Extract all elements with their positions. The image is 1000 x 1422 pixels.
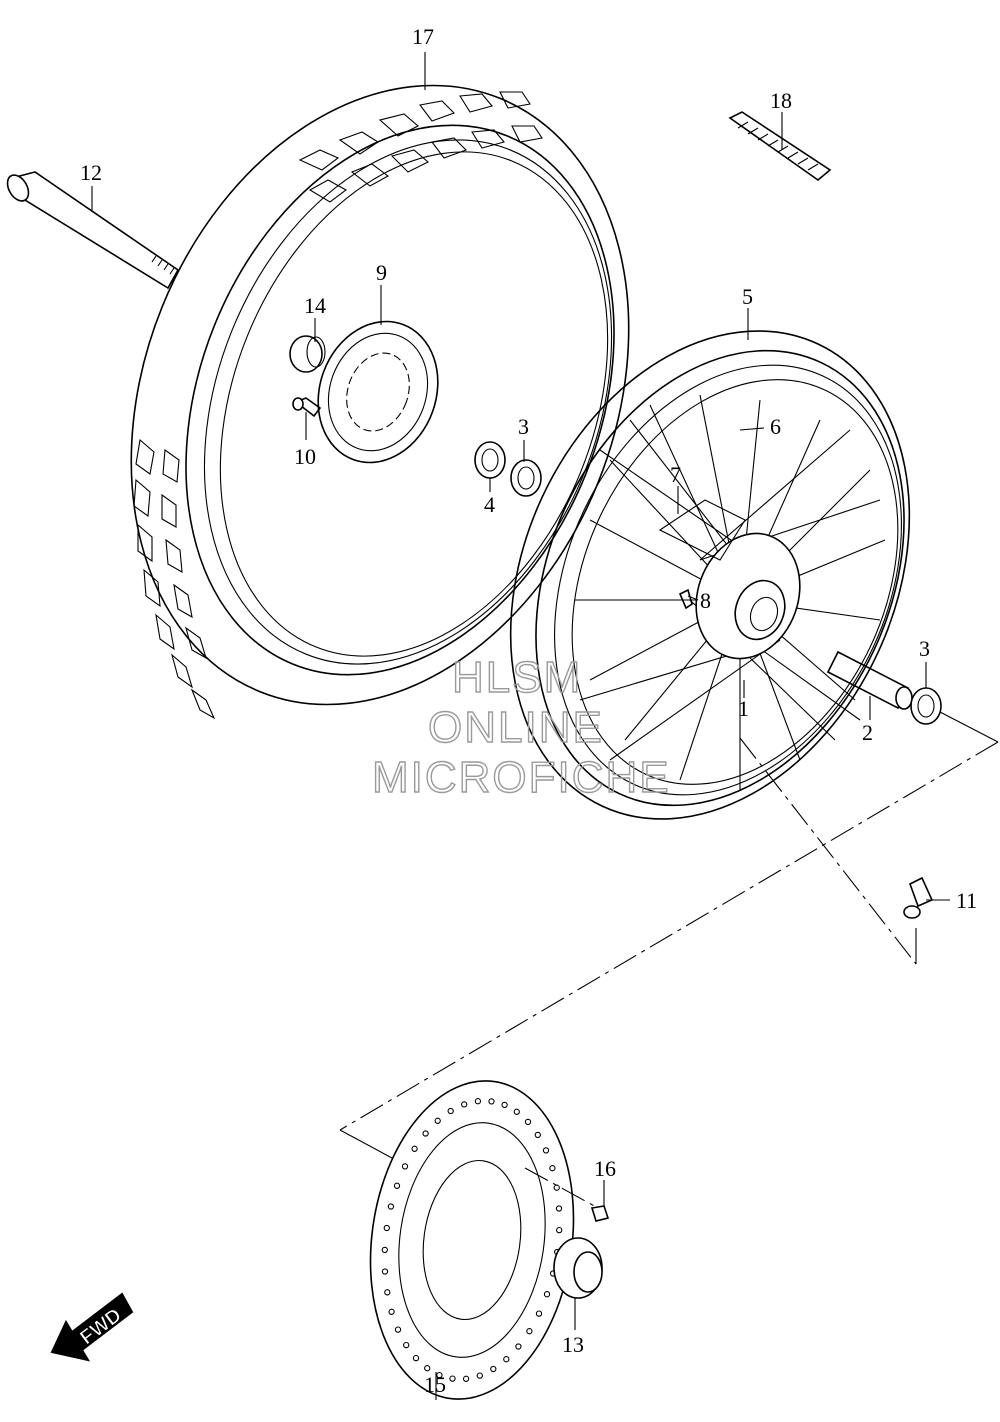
callout-16: 16 bbox=[594, 1156, 616, 1181]
disc-hole bbox=[381, 1246, 388, 1254]
watermark-line-1: HLSM bbox=[452, 653, 582, 702]
spacer-14-drawing bbox=[289, 335, 326, 373]
disc-hole bbox=[553, 1184, 560, 1191]
center-lines bbox=[339, 711, 999, 1209]
brake-disc-drawing bbox=[369, 1080, 575, 1400]
disc-hole bbox=[388, 1308, 395, 1315]
spokes-drawing bbox=[575, 394, 886, 790]
sensor-ring-drawing bbox=[317, 320, 439, 464]
disc-hole bbox=[394, 1326, 402, 1333]
callout-4: 4 bbox=[484, 492, 495, 517]
callout-6: 6 bbox=[770, 414, 781, 439]
disc-hole bbox=[476, 1372, 483, 1379]
disc-hole bbox=[424, 1365, 431, 1372]
disc-hole bbox=[513, 1108, 520, 1115]
disc-hole bbox=[381, 1268, 389, 1275]
disc-hole bbox=[422, 1130, 429, 1137]
disc-hole bbox=[543, 1291, 551, 1298]
disc-hole bbox=[534, 1131, 541, 1139]
disc-hole bbox=[555, 1205, 563, 1212]
fwd-arrow-icon: FWD bbox=[50, 1292, 134, 1362]
valve-11-drawing bbox=[903, 876, 934, 919]
disc-hole bbox=[526, 1328, 533, 1335]
callout-14: 14 bbox=[304, 293, 326, 318]
disc-hole bbox=[447, 1107, 454, 1115]
wheel-rim-drawing bbox=[509, 330, 911, 820]
disc-hole bbox=[535, 1310, 543, 1317]
callout-2: 2 bbox=[862, 720, 873, 745]
callout-18: 18 bbox=[770, 88, 792, 113]
wheel-hub-drawing bbox=[658, 499, 801, 660]
collar-13-drawing bbox=[553, 1237, 603, 1299]
callout-13: 13 bbox=[562, 1332, 584, 1357]
disc-hole bbox=[461, 1101, 468, 1108]
disc-hole bbox=[490, 1365, 497, 1373]
disc-hole bbox=[383, 1224, 390, 1232]
leader-lines bbox=[91, 52, 950, 1400]
disc-hole bbox=[412, 1354, 420, 1362]
screw-10-drawing bbox=[292, 397, 322, 418]
disc-hole bbox=[549, 1165, 556, 1172]
disc-hole bbox=[449, 1375, 456, 1382]
disc-hole bbox=[403, 1341, 410, 1349]
callout-17: 17 bbox=[412, 24, 434, 49]
disc-hole bbox=[542, 1147, 550, 1154]
callout-10: 10 bbox=[294, 444, 316, 469]
callout-7: 7 bbox=[670, 462, 681, 487]
disc-hole bbox=[515, 1343, 522, 1350]
bearing-3b-drawing bbox=[910, 687, 942, 725]
disc-hole bbox=[393, 1182, 401, 1189]
callout-11: 11 bbox=[956, 888, 977, 913]
callout-3a: 3 bbox=[518, 414, 529, 439]
disc-hole bbox=[411, 1145, 418, 1152]
callout-3b: 3 bbox=[919, 636, 930, 661]
disc-hole bbox=[462, 1375, 470, 1382]
disc-hole bbox=[501, 1101, 508, 1109]
disc-hole bbox=[474, 1098, 482, 1105]
seal-4-drawing bbox=[474, 441, 506, 479]
screw-8-drawing bbox=[678, 588, 693, 610]
disc-hole bbox=[556, 1226, 563, 1234]
watermark-line-2: ONLINE bbox=[428, 703, 604, 752]
bearing-3a-drawing bbox=[510, 459, 542, 497]
disc-hole bbox=[488, 1098, 495, 1105]
disc-holes bbox=[381, 1098, 563, 1382]
callout-1: 1 bbox=[738, 696, 749, 721]
callout-5: 5 bbox=[742, 284, 753, 309]
callout-12: 12 bbox=[80, 160, 102, 185]
watermark: HLSM ONLINE MICROFICHE bbox=[371, 652, 671, 802]
disc-hole bbox=[387, 1203, 395, 1210]
disc-hole bbox=[524, 1118, 532, 1126]
callout-8: 8 bbox=[700, 588, 711, 613]
disc-hole bbox=[384, 1289, 391, 1296]
balance-weight-drawing bbox=[728, 111, 832, 182]
bolt-16-drawing bbox=[590, 1205, 610, 1222]
tire-drawing bbox=[130, 84, 630, 720]
disc-hole bbox=[503, 1356, 510, 1363]
disc-hole bbox=[434, 1117, 441, 1124]
callout-15: 15 bbox=[424, 1372, 446, 1397]
disc-hole bbox=[401, 1163, 409, 1170]
callout-9: 9 bbox=[376, 260, 387, 285]
part-labels: 17 12 18 9 14 10 4 3 5 6 7 8 1 2 3 11 16… bbox=[80, 24, 977, 1397]
disc-hole bbox=[436, 1371, 443, 1379]
watermark-line-3: MICROFICHE bbox=[372, 753, 671, 802]
front-axle-drawing bbox=[6, 171, 180, 290]
